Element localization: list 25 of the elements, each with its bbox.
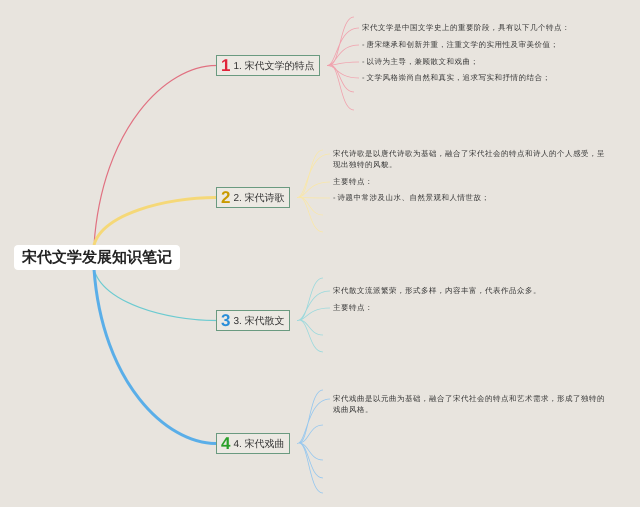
branch-line xyxy=(92,196,216,246)
topic-label: 3. 宋代散文 xyxy=(233,314,285,328)
topic-number: 1 xyxy=(221,57,230,74)
topic-label: 2. 宋代诗歌 xyxy=(233,192,285,204)
leaf-line xyxy=(296,398,330,444)
topic-box xyxy=(216,187,290,208)
topic-label: 1. 宋代文学的特点 xyxy=(233,60,315,72)
leaf-line xyxy=(296,154,330,198)
leaf-line xyxy=(326,62,360,66)
leaf-line xyxy=(296,182,330,198)
topic-box xyxy=(216,433,290,454)
topic-box xyxy=(216,310,290,331)
topic-number: 3 xyxy=(221,312,230,329)
topic-number: 2 xyxy=(221,189,230,206)
leaf-line xyxy=(326,28,360,66)
leaf-line xyxy=(296,197,330,198)
topic-label: 4. 宋代戏曲 xyxy=(233,438,285,450)
topic-box xyxy=(216,55,320,76)
branch-line xyxy=(92,268,216,445)
leaf-line xyxy=(326,65,360,78)
leaf-line xyxy=(296,290,330,321)
central-topic: 宋代文学发展知识笔记 xyxy=(14,245,180,270)
leaf-line xyxy=(296,308,330,321)
topic-number: 4 xyxy=(221,435,230,452)
leaf-line xyxy=(326,44,360,66)
